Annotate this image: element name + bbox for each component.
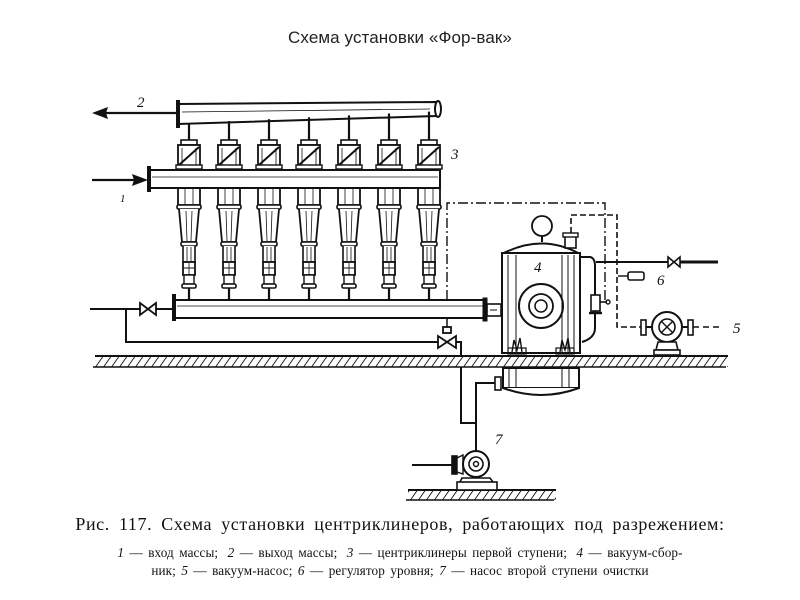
inlet-arrow: [92, 174, 148, 186]
legend-item-second-stage-pump: 7 — насос второй ступени очистки: [439, 563, 649, 578]
centricleaner-unit: [375, 113, 403, 300]
figure-caption-title: Рис. 117. Схема установки центриклинеров…: [75, 514, 725, 534]
legend-item-level-regulator: 6 — регулятор уровня;: [297, 563, 434, 578]
second-stage-pump: [451, 450, 498, 491]
second-stage-piping: [412, 367, 502, 466]
outlet-arrow: [92, 107, 177, 119]
legend-item-centricleaners: 3 — центриклинеры первой ступени;: [346, 545, 568, 560]
feed-valve: [139, 301, 157, 317]
label-second-stage-pump: 7: [495, 432, 504, 448]
bypass-valve: [437, 318, 462, 357]
vacuum-collector-vessel: [501, 215, 581, 396]
centricleaner-unit: [295, 117, 323, 300]
feed-line: [90, 308, 438, 343]
figure-legend-line-1: 1 — вход массы; 2 — выход массы; 3 — цен…: [0, 545, 800, 561]
legend-item-vacuum-collector: 4 — вакуум-сбор-: [576, 545, 683, 560]
vacuum-pump: [640, 311, 694, 356]
inlet-header-pipe: [147, 166, 441, 192]
centricleaners-group: [175, 111, 443, 300]
vacuum-dashed-line: [570, 214, 641, 328]
legend-item-vacuum-pump: 5 — вакуум-насос;: [181, 563, 293, 578]
lower-floor: [406, 489, 556, 501]
figure-legend-line-2: ник; 5 — вакуум-насос; 6 — регулятор уро…: [0, 563, 800, 579]
label-level-regulator: 6: [657, 273, 665, 289]
centricleaner-unit: [415, 111, 443, 300]
main-floor: [93, 355, 728, 368]
legend-item-inlet: 1 — вход массы;: [117, 545, 219, 560]
label-vacuum-pump: 5: [733, 321, 741, 337]
centricleaner-unit: [215, 121, 243, 300]
label-vacuum-collector: 4: [534, 260, 542, 276]
centricleaner-unit: [255, 119, 283, 300]
centricleaner-unit: [335, 115, 363, 300]
level-regulator: [618, 271, 645, 281]
reject-collector-pipe: [172, 294, 502, 322]
legend-item-outlet: 2 — выход массы;: [227, 545, 338, 560]
outlet-header-pipe: [176, 100, 442, 128]
label-outlet: 2: [137, 95, 145, 111]
right-outlet-line: [596, 255, 718, 269]
control-dash-dot-line: [446, 202, 606, 302]
label-centricleaners: 3: [450, 147, 459, 163]
label-inlet: 1: [120, 193, 126, 205]
slide-title: Схема установки «Фор-вак»: [288, 28, 512, 47]
centricleaner-unit: [175, 123, 203, 300]
legend-item-vacuum-collector-cont: ник;: [151, 563, 176, 578]
side-level-pipe: [580, 256, 611, 343]
